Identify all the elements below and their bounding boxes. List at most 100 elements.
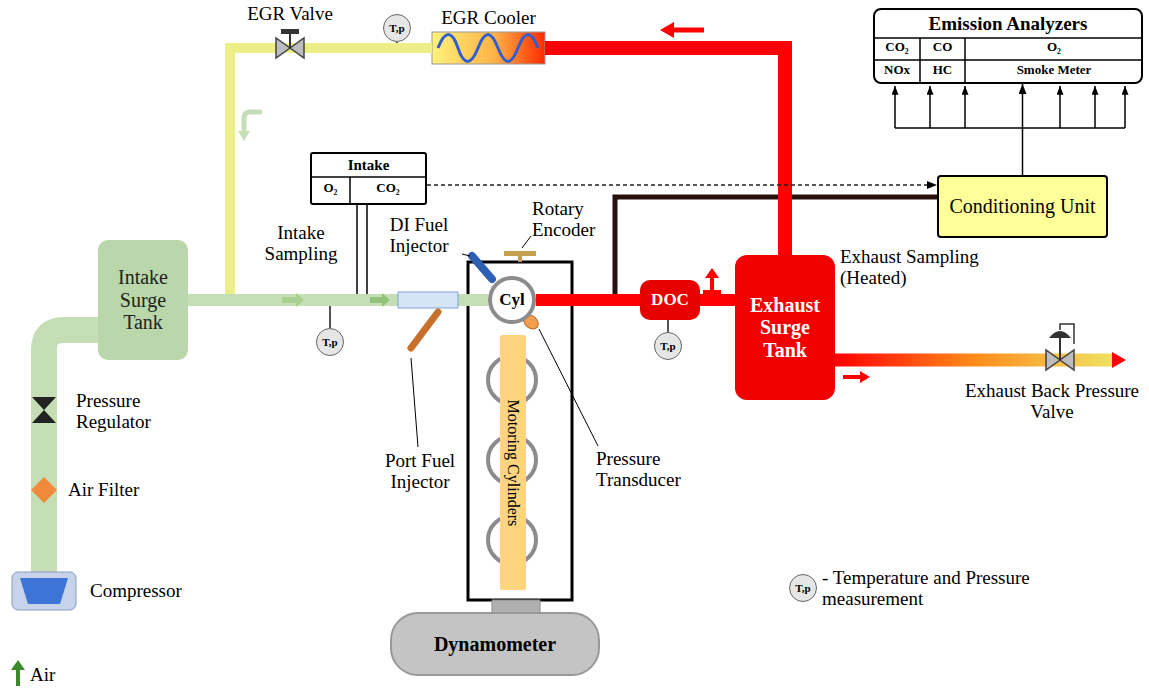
intake-pipe [44,330,100,600]
part-label: NOx [874,63,920,78]
part-label: Exhaust Back Pressure Valve [962,380,1142,423]
node-text: Exhaust Surge Tank [738,294,832,361]
doc-box: DOC [640,280,700,320]
flow-arrow [370,293,390,307]
intake-pipe [44,330,100,600]
exhaust-back-pressure-valve-symbol [1046,324,1074,370]
cylinder-band: Motoring Cylinders [500,335,526,590]
part-label: O₂ [311,181,350,196]
legend-text: - Temperature and Pressure measurement [822,567,1030,609]
sensor-circle: T,p [654,332,682,360]
exhaust-back-pressure-valve-symbol [1060,324,1074,344]
exhaust-back-pressure-valve-symbol [1049,331,1071,338]
flow-arrow [860,371,870,383]
intake-sampling-line [356,205,358,294]
surge-tank: Exhaust Surge Tank [735,255,835,400]
di-fuel-injector-symbol [462,254,492,279]
cooler-heading: EGR Cooler [432,4,545,64]
sensor-stem [329,306,331,328]
flow-arrow [672,28,704,33]
part-label: DI Fuel Injector [376,214,462,257]
egr-cooler-symbol [432,32,545,64]
node-text: Dynamometer [434,633,556,655]
sensor-circle: T,p [383,14,411,42]
analyzer-feed-arrows [894,86,896,128]
surge-tank: Intake Surge Tank [98,240,188,360]
analyzer-table-grid [919,38,921,83]
di-fuel-injector-symbol [472,256,492,279]
engine-block [468,262,572,600]
intake-table-grid [311,176,426,178]
legend-entry: - Temperature and Pressure measurement [822,567,1037,610]
flow-arrow [238,112,390,307]
intake-port [398,292,458,308]
analyzer-table-grid [874,37,1142,39]
part-label: CO₂ [350,181,426,196]
part-label: Rotary Encoder [532,198,612,241]
part-label: Intake Sampling [256,222,346,265]
flow-arrow [1112,352,1126,368]
node-text: Emission Analyzers [929,13,1088,34]
sensor-stem [667,320,669,332]
flow-arrow [703,290,721,294]
flow-arrow [660,22,674,38]
port-fuel-injector-symbol [411,312,438,348]
compressor-symbol [12,572,76,610]
egr-cooler-symbol [432,32,545,64]
egr-cooler-symbol [438,35,538,62]
analyzer-feed-arrows [1124,86,1126,128]
node-text: T,p [795,582,810,594]
engine-block [468,262,572,600]
intake-sampling-line [357,205,367,294]
flow-arrow [705,268,719,278]
part-label: CO₂ [874,40,920,55]
conditioning-box: Conditioning Unit [937,175,1108,238]
part-label: Pressure Regulator [76,390,176,433]
exhaust-back-pressure-valve-symbol [1059,338,1061,360]
rotary-encoder-symbol [504,236,536,262]
pressure-regulator-symbol [32,397,56,410]
analyzer-feed-arrows [964,86,966,128]
part-label: Port Fuel Injector [372,450,468,493]
node-text: T,p [389,22,404,34]
part-label: Smoke Meter [965,63,1143,78]
pressure-transducer-symbol [539,329,598,446]
flow-arrow [710,276,714,292]
node-text: T,p [660,340,675,352]
di-fuel-injector-symbol [462,254,470,256]
node-text: Cyl [499,290,525,309]
rotary-encoder-symbol [504,251,536,256]
part-label: Exhaust Sampling (Heated) [840,246,1000,289]
pipe-connector [700,294,735,306]
node-text: EGR Cooler [441,7,535,28]
node-text: Motoring Cylinders [504,399,522,526]
analyzer-feed-arrows [1059,86,1061,128]
part-label: Air Filter [68,479,168,500]
flow-arrow [244,112,262,132]
air-inlet-arrow [11,660,25,686]
sensor-circle: T,p [316,328,344,356]
port-fuel-injector-symbol [411,358,418,447]
intake-table-grid [310,152,427,205]
part-label: Air [30,664,70,685]
analyzer-table-grid [873,8,1143,84]
node-text: T,p [322,336,337,348]
compressor-symbol [20,578,68,604]
pipe-connector [536,294,640,306]
analyzer-feed-arrows [895,86,1125,128]
intake-table-grid [310,152,427,205]
egr-valve-symbol [281,29,299,34]
part-label: Pressure Transducer [596,448,708,491]
analyzer-table-grid [964,38,966,83]
port-fuel-injector-symbol [411,312,438,447]
part-label: CO [920,40,965,55]
pipe-connector [230,48,488,300]
pipe-connector [1022,84,1024,175]
intake-analyzer-box: Intake [310,152,427,205]
air-inlet-arrow [16,668,20,686]
dynamometer-box: Dynamometer [390,612,600,676]
analyzer-table-grid [874,59,1142,61]
flow-arrow [843,375,862,379]
